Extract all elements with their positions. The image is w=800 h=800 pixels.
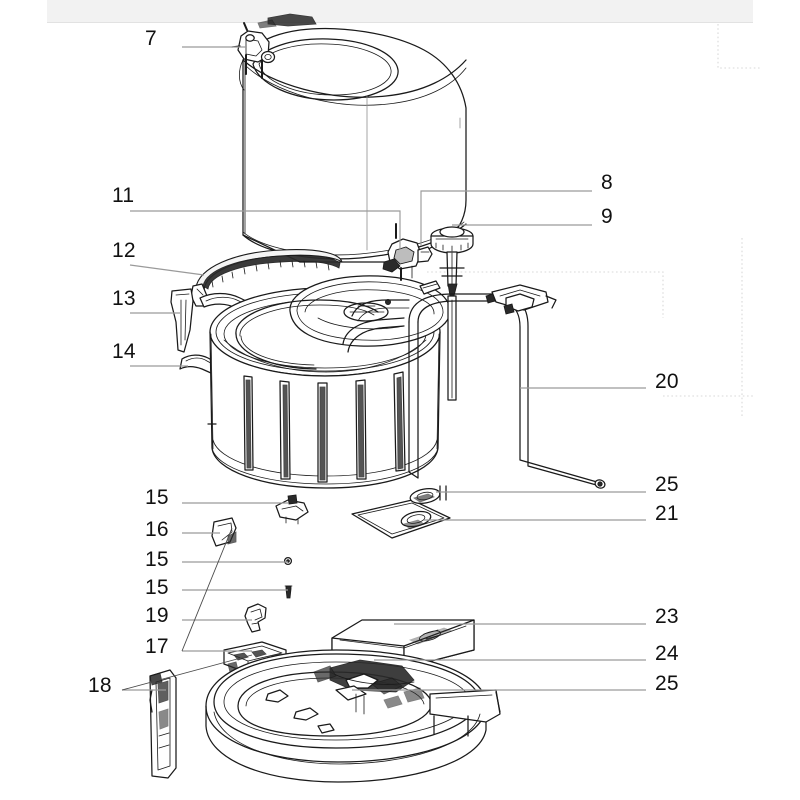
callout-13: 13 <box>112 287 136 310</box>
header-band <box>47 0 753 23</box>
part-side-mounting-bracket <box>149 669 177 779</box>
part-lid-latch-hinge-fitting <box>231 22 276 91</box>
part-base-chassis-pan <box>205 649 501 783</box>
part-curved-seal-strip <box>190 249 343 307</box>
part-valve-fitting <box>382 223 433 281</box>
part-screw-fastener-small-a <box>283 556 293 566</box>
callout-9: 9 <box>601 205 613 228</box>
callout-7: 7 <box>145 27 157 50</box>
top-artifact <box>257 13 317 29</box>
callout-12: 12 <box>112 239 136 262</box>
detail-clamp-bracket <box>485 284 557 315</box>
callout-15-b: 15 <box>145 548 169 571</box>
leader-lines-left <box>121 46 401 691</box>
callout-21: 21 <box>655 502 679 525</box>
callout-17: 17 <box>145 635 169 658</box>
callout-20: 20 <box>655 370 679 393</box>
part-small-clip <box>244 603 267 633</box>
tank-ribs <box>243 371 406 483</box>
callout-16: 16 <box>145 518 169 541</box>
part-screw-fastener-upper <box>275 494 309 525</box>
part-pressure-cap-assembly <box>430 226 474 401</box>
part-outer-lid-cover <box>242 27 467 263</box>
part-screw-fastener-small-b <box>284 585 293 599</box>
part-wedge-clip <box>170 288 194 353</box>
callout-25-b: 25 <box>655 672 679 695</box>
base-internal-mechanism <box>313 659 425 715</box>
callout-15-c: 15 <box>145 576 169 599</box>
callout-15-a: 15 <box>145 486 169 509</box>
construction-guides <box>427 24 762 418</box>
part-grommet-upper <box>409 485 447 504</box>
callout-11: 11 <box>112 184 135 207</box>
callout-14: 14 <box>112 340 136 363</box>
part-base-gasket-plate <box>351 499 451 539</box>
callout-8: 8 <box>601 171 613 194</box>
callout-24: 24 <box>655 642 679 665</box>
leader-lines-right <box>352 190 646 691</box>
callout-18: 18 <box>88 674 112 697</box>
callout-23: 23 <box>655 605 679 628</box>
callout-19: 19 <box>145 604 169 627</box>
callout-25-a: 25 <box>655 473 679 496</box>
part-flat-blade-tab <box>211 517 237 547</box>
inner-gasket-ring <box>235 299 379 370</box>
